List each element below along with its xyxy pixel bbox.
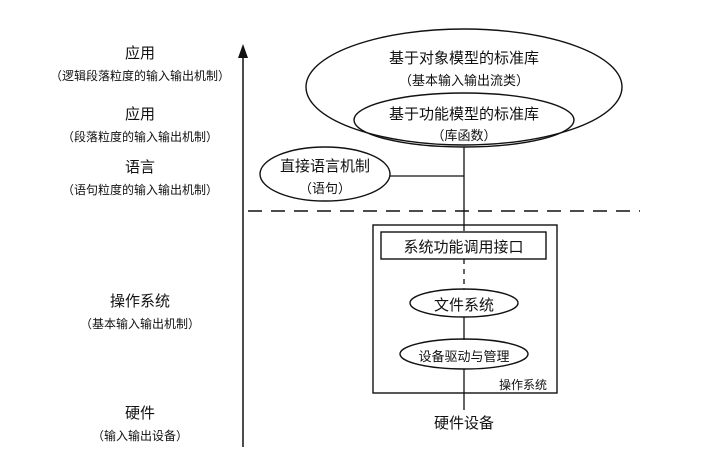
language-mech-subtitle: （语句） [298, 182, 351, 197]
level-1-title: 应用 [124, 44, 155, 62]
level-1-subtitle: （逻辑段落粒度的输入输出机制） [49, 69, 230, 83]
object-lib-ellipse [305, 28, 623, 146]
function-lib-title: 基于功能模型的标准库 [388, 105, 539, 123]
function-lib-subtitle: （库函数） [431, 129, 497, 144]
language-mech-title: 直接语言机制 [279, 157, 370, 175]
level-5-title: 硬件 [124, 404, 155, 422]
hardware-label: 硬件设备 [433, 414, 494, 432]
filesystem-label: 文件系统 [433, 296, 494, 314]
object-lib-title: 基于对象模型的标准库 [388, 49, 539, 67]
level-axis-arrowhead [238, 44, 248, 58]
level-4-title: 操作系统 [109, 292, 170, 310]
level-2-subtitle: （段落粒度的输入输出机制） [61, 130, 218, 144]
level-2-title: 应用 [124, 105, 155, 123]
os-box-label: 操作系统 [498, 378, 547, 392]
driver-label: 设备驱动与管理 [418, 350, 510, 365]
object-lib-subtitle: （基本输入输出流类） [398, 74, 529, 89]
level-5-subtitle: （输入输出设备） [91, 429, 188, 443]
os-box [372, 224, 558, 394]
level-3-title: 语言 [124, 158, 155, 176]
syscall-label: 系统功能调用接口 [403, 238, 524, 256]
language-mech-ellipse [259, 146, 391, 202]
level-3-subtitle: （语句粒度的输入输出机制） [61, 183, 218, 197]
level-4-subtitle: （基本输入输出机制） [79, 317, 200, 331]
